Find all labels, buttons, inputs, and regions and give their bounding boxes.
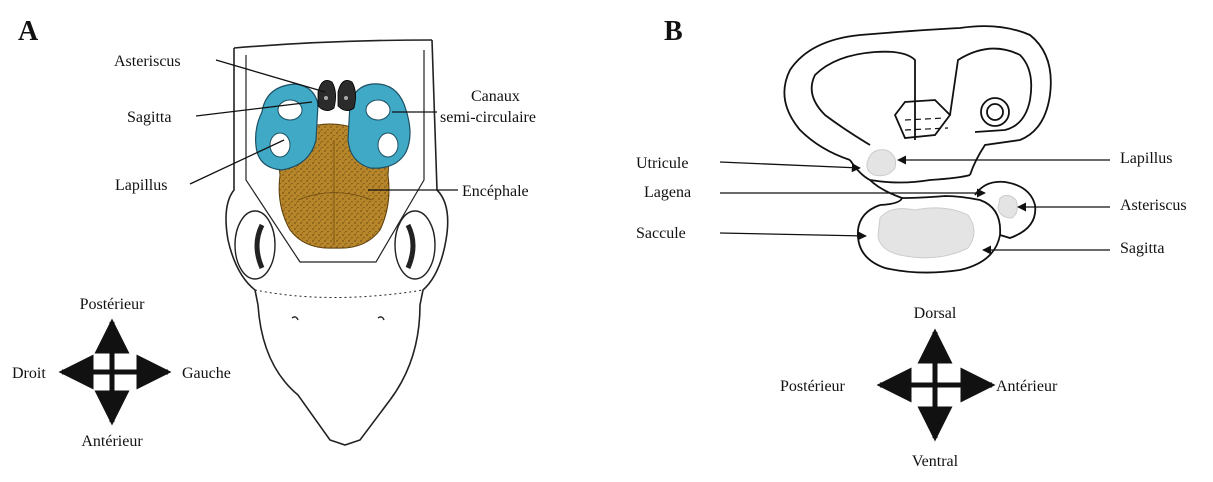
label-lapillus: Lapillus [115,177,167,194]
panel-b: B Utricule Lagena [636,16,1187,470]
compass-a-right: Gauche [182,365,231,382]
lapillus-otolith [867,150,896,176]
panel-b-letter: B [664,16,683,47]
compass-a-left: Droit [12,365,46,382]
label-saccule: Saccule [636,225,686,242]
label-sagitta-b: Sagitta [1120,240,1164,257]
compass-a-bottom: Antérieur [81,433,143,450]
compass-b-right: Antérieur [996,378,1058,395]
arrow-saccule [720,233,866,236]
compass-b-bottom: Ventral [912,453,959,470]
label-canaux-line1: Canaux [471,88,520,105]
label-lapillus-b: Lapillus [1120,150,1172,167]
asteriscus-otoliths [318,80,356,110]
arrow-utricule [720,162,860,168]
label-encephale: Encéphale [462,183,529,200]
label-lagena: Lagena [644,184,691,201]
label-canaux-line2: semi-circulaire [440,109,536,126]
compass-b-left: Postérieur [780,378,846,395]
label-asteriscus-b: Asteriscus [1120,197,1187,214]
label-asteriscus: Asteriscus [114,53,181,70]
asteriscus-otolith [998,195,1017,218]
compass-a-top: Postérieur [80,296,146,313]
compass-b: Dorsal Postérieur Antérieur Ventral [780,305,1058,470]
compass-b-top: Dorsal [914,305,957,322]
leader-asteriscus [216,60,325,92]
panel-a-letter: A [18,16,39,47]
compass-a: Postérieur Droit Gauche Antérieur [12,296,231,450]
label-sagitta: Sagitta [127,109,171,126]
sagitta-otolith [878,208,974,258]
label-utricule: Utricule [636,155,688,172]
panel-a: A [12,16,536,450]
